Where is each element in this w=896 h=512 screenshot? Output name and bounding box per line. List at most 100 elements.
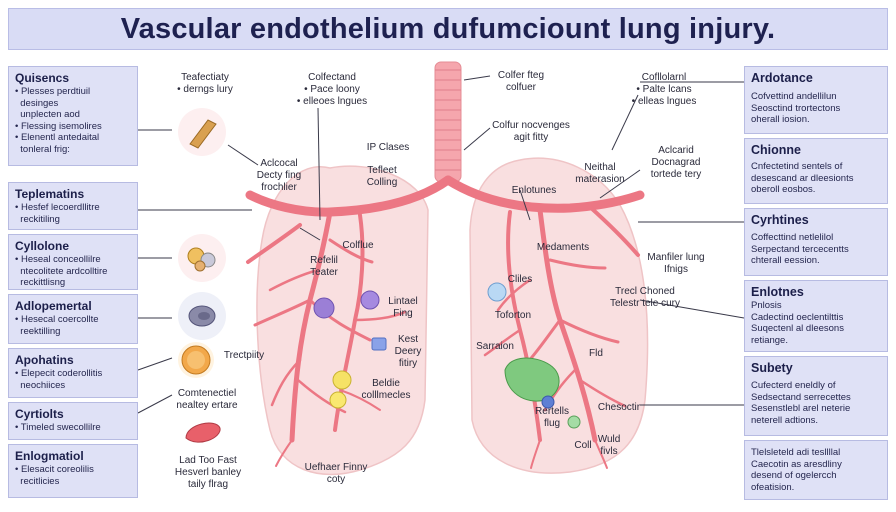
label-enlotunes: Enlotunes (511, 185, 557, 196)
right-box-summary: Tlelsleteld adi tesllllal Caecotin as ar… (744, 440, 888, 500)
trachea (434, 61, 462, 183)
label-medaments: Medaments (536, 242, 590, 253)
pointer-lines (137, 75, 745, 414)
box-line: neochiices (15, 379, 66, 391)
box-line: • Elepecit coderollitis (15, 368, 103, 379)
box-heading: Subety (751, 361, 793, 375)
box-line: Cufecterd eneldly of (751, 380, 836, 391)
box-line: • Timeled swecollilre (15, 422, 101, 433)
right-box-ardotance: Ardotance Cofvettind andellilun Seosctin… (744, 66, 888, 134)
box-line: reckittlisng (15, 277, 66, 288)
box-line: Sedsectand serrecettes (751, 391, 851, 403)
box-line: desescand ar dleesionts (751, 172, 854, 184)
label-refelil: Refelil Teater (310, 255, 338, 278)
box-line: desinges (15, 97, 59, 109)
label-coll: Coll (574, 440, 592, 451)
box-line: Sesenstlebl arel neterie (751, 403, 851, 414)
page-title: Vascular endothelium dufumciount lung in… (120, 12, 776, 45)
box-heading: Teplematins (15, 187, 85, 201)
label-cliles: Cliles (507, 274, 533, 285)
box-line: oberoll eosbos. (751, 184, 816, 195)
box-line: • Heseal conceollilre (15, 254, 101, 265)
box-line: reckitiling (15, 213, 60, 225)
box-heading: Apohatins (15, 353, 74, 367)
label-chesoctir: Chesoctir (597, 402, 641, 413)
label-lintael: Lintael Fing (388, 296, 418, 319)
left-box-adlopemertal: Adlopemertal • Hesecal coercollte reekti… (8, 294, 138, 344)
title-banner: Vascular endothelium dufumciount lung in… (8, 8, 888, 50)
neutrophil-cells (329, 370, 352, 409)
box-line: chterall eession. (751, 255, 820, 266)
left-box-cyrtiolts: Cyrtiolts • Timeled swecollilre (8, 402, 138, 440)
macrophage-cells (313, 290, 387, 351)
box-heading: Cyrtiolts (15, 407, 64, 421)
box-heading: Cyllolone (15, 239, 70, 253)
box-line: ofeatision. (751, 481, 795, 493)
label-teafectiaty: Teafectiaty • derngs lury (177, 72, 233, 95)
label-colflue: Colflue (342, 240, 374, 251)
left-box-enlogmatiol: Enlogmatiol • Elesacit coreolilis recitl… (8, 444, 138, 498)
right-box-cyrhtines: Cyrhtines Coffecttind netlelilol Serpect… (744, 208, 888, 276)
box-heading: Ardotance (751, 71, 813, 85)
box-line: Cadectind oeclentilttis (751, 311, 844, 323)
label-toforton: Toforton (494, 310, 532, 321)
left-box-cyllolone: Cyllolone • Heseal conceollilre ntecolit… (8, 234, 138, 290)
label-trectpiity: Trectpiity (223, 350, 265, 361)
box-line: Tlelsleteld adi tesllllal (751, 447, 841, 458)
box-line: Cnfectetind sentels of (751, 161, 843, 172)
label-colfectand: Colfectand • Pace loony • elleoes lngues (296, 72, 368, 107)
box-line: • Hesecal coercollte (15, 314, 99, 325)
box-line: • Hesfef lecoerdllitre (15, 202, 100, 213)
alveolar-cells (487, 282, 581, 429)
box-heading: Quisencs (15, 71, 70, 85)
right-box-subety: Subety Cufecterd eneldly of Sedsectand s… (744, 356, 888, 436)
label-wuld: Wuld fivls (597, 434, 621, 457)
left-box-teplematins: Teplematins • Hesfef lecoerdllitre recki… (8, 182, 138, 230)
box-line: recitlicies (15, 475, 60, 487)
label-kest: Kest Deery fitiry (394, 334, 422, 369)
label-trecl-choned: Trecl Choned Telestr tele cury (609, 286, 681, 309)
box-line: Pnlosis (751, 300, 782, 311)
label-comtenectiel: Comtenectiel nealtey ertare (176, 388, 238, 411)
box-line: Suqectenl al dleesons (751, 323, 844, 334)
box-line: tonleral frig: (15, 143, 70, 155)
label-manfiler-lung: Manfiler lung Ifnigs (647, 252, 705, 275)
box-line: Seosctind trortectons (751, 102, 841, 114)
label-uefhaer-finny: Uefhaer Finny coty (304, 462, 368, 485)
label-beldie: Beldie colllmecles (361, 378, 411, 401)
label-aclcarid: Aclcarid Docnagrad tortede tery (650, 145, 702, 180)
label-ip-clases: IP Clases (366, 142, 410, 153)
label-rertells: Rertells flug (535, 406, 569, 429)
label-colfer-fteg: Colfer fteg colfuer (497, 70, 545, 93)
platelet-icon (178, 342, 214, 378)
box-line: Caecotin as aresdliny (751, 458, 842, 470)
cell-cluster-icon (178, 234, 226, 282)
box-heading: Cyrhtines (751, 213, 809, 227)
right-box-chionne: Chionne Cnfectetind sentels of desescand… (744, 138, 888, 204)
box-line: oherall iosion. (751, 114, 810, 125)
left-box-quisencs: Quisencs • Plesses perdtiuil desinges un… (8, 66, 138, 166)
box-line: Serpectand tercecentts (751, 243, 849, 255)
label-tefleet: Tefleet Colling (366, 165, 398, 188)
label-fld: Fld (589, 348, 603, 359)
label-cofllolarnl: Cofllolarnl • Palte lcans • elleas lngue… (631, 72, 697, 107)
label-colfur-nocvenges: Colfur nocvenges agit fitty (492, 120, 570, 143)
box-line: • Plesses perdtiuil (15, 86, 91, 97)
box-line: unplecten aod (15, 109, 80, 120)
box-line: reektilling (15, 325, 61, 337)
box-line: retiange. (751, 334, 788, 346)
label-aclcocal: Aclcocal Decty fing frochlier (256, 158, 302, 193)
box-line: desend of ogelercch (751, 470, 837, 481)
box-line: Coffecttind netlelilol (751, 232, 834, 243)
box-heading: Enlogmatiol (15, 449, 84, 463)
left-box-apohatins: Apohatins • Elepecit coderollitis neochi… (8, 348, 138, 398)
right-box-enlotnes: Enlotnes Pnlosis Cadectind oeclentilttis… (744, 280, 888, 352)
box-line: Cofvettind andellilun (751, 91, 837, 102)
endothelial-cell-icon (178, 292, 226, 340)
box-line: • Flessing isemolires (15, 120, 102, 132)
box-line: • Elenentl antedaital (15, 132, 100, 143)
left-lung (256, 165, 429, 476)
box-heading: Adlopemertal (15, 299, 92, 313)
box-line: • Elesacit coreolilis (15, 464, 94, 475)
